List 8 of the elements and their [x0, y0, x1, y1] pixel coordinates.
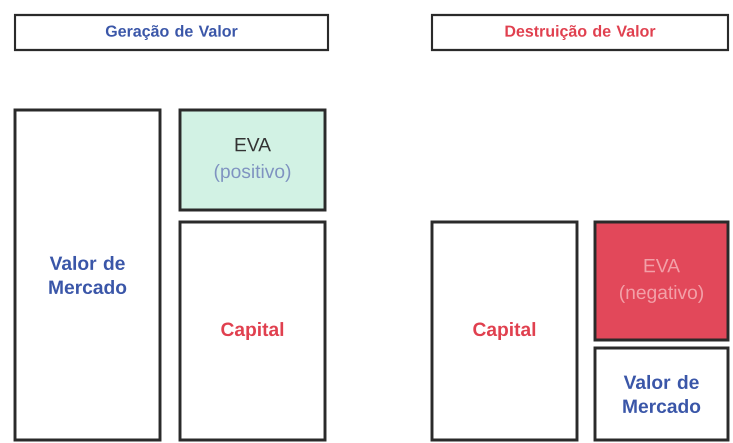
- title-box: Destruição de Valor: [430, 14, 730, 52]
- title-box: Geração de Valor: [14, 14, 330, 52]
- value-box: Capital: [178, 220, 326, 442]
- value-box: Valor de Mercado: [594, 346, 730, 442]
- eva-box: EVA (positivo): [178, 108, 326, 212]
- eva-box: EVA (negativo): [594, 220, 730, 342]
- value-box: Valor de Mercado: [14, 108, 162, 442]
- value-box: Capital: [430, 220, 578, 442]
